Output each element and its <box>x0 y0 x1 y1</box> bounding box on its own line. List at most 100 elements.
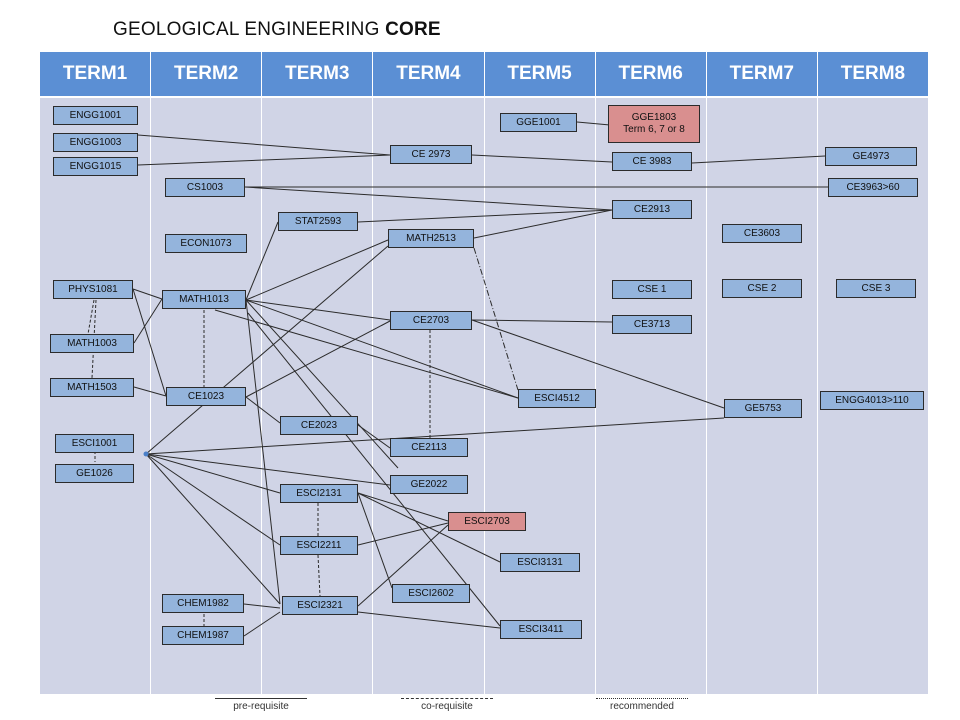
course-ce2023[interactable]: CE2023 <box>280 416 358 435</box>
title-emphasis: CORE <box>385 19 441 40</box>
course-chem1987[interactable]: CHEM1987 <box>162 626 244 645</box>
course-stat2593[interactable]: STAT2593 <box>278 212 358 231</box>
course-engg1015[interactable]: ENGG1015 <box>53 157 138 176</box>
edge <box>145 245 389 455</box>
course-esci2211[interactable]: ESCI2211 <box>280 536 358 555</box>
course-cse1[interactable]: CSE 1 <box>612 280 692 299</box>
edge <box>471 154 613 163</box>
term-column-2 <box>151 98 263 694</box>
edge <box>132 288 163 300</box>
course-engg1001[interactable]: ENGG1001 <box>53 106 138 125</box>
course-cse2[interactable]: CSE 2 <box>722 279 802 298</box>
edge <box>247 312 501 627</box>
edge <box>145 453 281 494</box>
course-engg4013[interactable]: ENGG4013>110 <box>820 391 924 410</box>
edge <box>471 319 613 323</box>
edge <box>145 417 725 455</box>
course-math1503[interactable]: MATH1503 <box>50 378 134 397</box>
course-esci2131[interactable]: ESCI2131 <box>280 484 358 503</box>
edge <box>691 155 826 164</box>
edge <box>145 453 281 546</box>
term-column-3 <box>262 98 374 694</box>
course-ce2913[interactable]: CE2913 <box>612 200 692 219</box>
course-ce3603[interactable]: CE3603 <box>722 224 802 243</box>
edge <box>245 299 281 605</box>
course-chem1982[interactable]: CHEM1982 <box>162 594 244 613</box>
edge <box>576 121 611 126</box>
course-esci3131[interactable]: ESCI3131 <box>500 553 580 572</box>
course-math1013[interactable]: MATH1013 <box>162 290 246 309</box>
edge <box>245 299 519 399</box>
term-header-1: TERM1 <box>40 52 152 96</box>
course-ge5753[interactable]: GE5753 <box>724 399 802 418</box>
course-ge1026[interactable]: GE1026 <box>55 464 134 483</box>
course-cs1003[interactable]: CS1003 <box>165 178 245 197</box>
course-esci1001[interactable]: ESCI1001 <box>55 434 134 453</box>
legend-dashed-line <box>401 698 493 699</box>
course-esci2602[interactable]: ESCI2602 <box>392 584 470 603</box>
term-column-1 <box>40 98 152 694</box>
term-header-3: TERM3 <box>262 52 374 96</box>
edge <box>471 319 725 409</box>
legend-solid-line <box>215 698 307 699</box>
course-ce3983[interactable]: CE 3983 <box>612 152 692 171</box>
course-math2513[interactable]: MATH2513 <box>388 229 474 248</box>
course-ce3963[interactable]: CE3963>60 <box>828 178 918 197</box>
edge <box>473 209 613 239</box>
legend-prerequisite: pre-requisite <box>206 698 316 712</box>
edge <box>132 288 167 397</box>
course-gge1803[interactable]: GGE1803 Term 6, 7 or 8 <box>608 105 700 143</box>
course-ce2113[interactable]: CE2113 <box>390 438 468 457</box>
course-esci4512[interactable]: ESCI4512 <box>518 389 596 408</box>
legend-recommended: recommended <box>587 698 697 712</box>
edge <box>244 186 613 211</box>
course-ge2022[interactable]: GE2022 <box>390 475 468 494</box>
term-header-2: TERM2 <box>151 52 263 96</box>
course-esci2321[interactable]: ESCI2321 <box>282 596 358 615</box>
course-esci2703[interactable]: ESCI2703 <box>448 512 526 531</box>
course-gge1803-code: GGE1803 <box>631 112 677 123</box>
edge <box>357 424 391 449</box>
edge <box>357 492 449 522</box>
term-header-row: TERM1 TERM2 TERM3 TERM4 TERM5 TERM6 TERM… <box>40 52 928 96</box>
term-column-6 <box>596 98 707 694</box>
edge <box>214 309 519 399</box>
term-header-7: TERM7 <box>707 52 818 96</box>
term-column-4 <box>373 98 485 694</box>
edge <box>243 603 281 609</box>
edge <box>145 453 281 605</box>
edge <box>145 453 391 486</box>
edge <box>357 209 613 223</box>
course-phys1081[interactable]: PHYS1081 <box>53 280 133 299</box>
course-gge1803-note: Term 6, 7 or 8 <box>623 124 685 135</box>
edge <box>245 239 389 301</box>
term-column-7 <box>707 98 818 694</box>
course-esci3411[interactable]: ESCI3411 <box>500 620 582 639</box>
legend-corequisite: co-requisite <box>392 698 502 712</box>
course-econ1073[interactable]: ECON1073 <box>165 234 247 253</box>
course-math1003[interactable]: MATH1003 <box>50 334 134 353</box>
edge <box>245 221 279 301</box>
title-prefix: GEOLOGICAL ENGINEERING <box>113 19 386 40</box>
edge <box>245 320 391 398</box>
term-header-8: TERM8 <box>840 63 906 84</box>
coreq-edge <box>87 299 95 335</box>
edge <box>245 299 391 321</box>
course-ce2973[interactable]: CE 2973 <box>390 145 472 164</box>
course-cse3[interactable]: CSE 3 <box>836 279 916 298</box>
edge <box>133 298 163 344</box>
edge <box>357 611 501 629</box>
course-ce3713[interactable]: CE3713 <box>612 315 692 334</box>
edge <box>137 134 391 156</box>
legend-corequisite-label: co-requisite <box>421 701 473 712</box>
term-header-5: TERM5 <box>485 52 596 96</box>
course-ce1023[interactable]: CE1023 <box>166 387 246 406</box>
coreq-edge <box>91 299 97 379</box>
course-ge4973[interactable]: GE4973 <box>825 147 917 166</box>
course-ce2703[interactable]: CE2703 <box>390 311 472 330</box>
edge <box>133 386 167 397</box>
coreq-edge <box>317 554 321 597</box>
course-engg1003[interactable]: ENGG1003 <box>53 133 138 152</box>
course-gge1001[interactable]: GGE1001 <box>500 113 577 132</box>
